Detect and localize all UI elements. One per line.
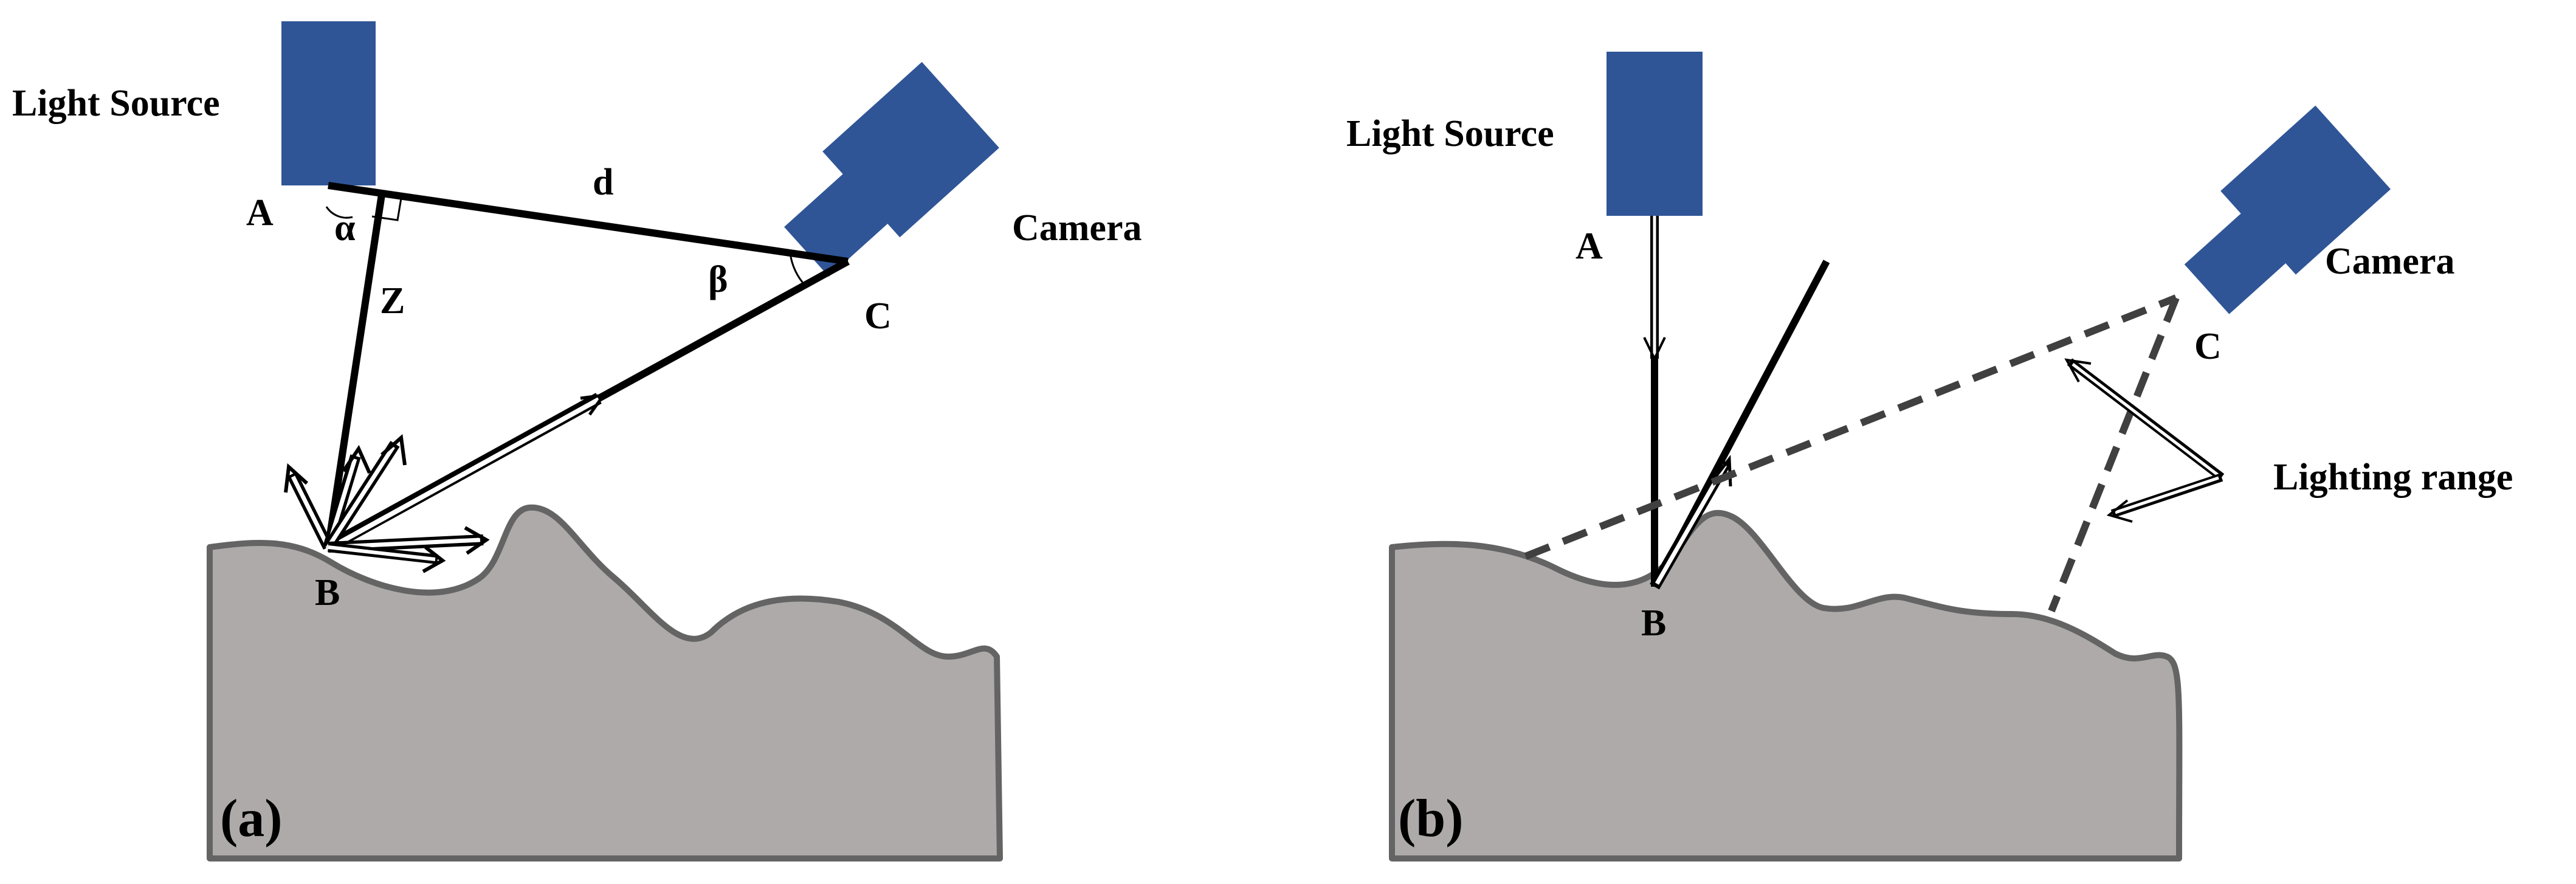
lighting-range-dashed-right [2048,296,2180,613]
camera-a [784,61,999,277]
distance-label-d: d [593,162,613,203]
point-b-label-b: B [1641,603,1666,644]
scatter-arrow-3 [323,434,407,550]
panel-a: Light Source Camera A B C d Z α β (a) [12,21,1142,862]
point-a-label-b: A [1576,226,1603,267]
scatter-arrow-1 [284,463,334,550]
alpha-arc [325,206,353,219]
lighting-range-pointers [2064,358,2225,523]
surface-a [207,504,1003,862]
light-source-label-b: Light Source [1346,113,1554,154]
camera-b [2184,105,2391,314]
camera-label-b: Camera [2325,241,2454,282]
point-a-label-a: A [246,192,274,233]
right-angle-marker-a [371,193,402,221]
light-source-box-b [1607,52,1703,216]
panel-b: Light Source Camera A B C Lighting range… [1346,52,2513,862]
point-c-label-a: C [864,295,892,337]
surface-b [1389,509,2183,862]
beta-arc [789,253,807,287]
panel-tag-b: (b) [1398,789,1464,848]
angle-alpha-label: α [334,207,356,249]
point-b-label-a: B [315,572,340,613]
angle-beta-label: β [708,259,728,300]
light-source-box-a [281,21,376,185]
depth-label-z: Z [380,280,405,322]
light-source-label-a: Light Source [12,83,220,124]
scatter-arrows-a [284,434,490,573]
camera-label-a: Camera [1012,207,1142,249]
line-a-b [325,194,385,548]
panel-tag-a: (a) [220,789,283,848]
lighting-range-dashed-left [1524,294,2178,560]
point-c-label-b: C [2194,326,2222,367]
incident-light-arrow-b [1643,216,1666,587]
line-a-c [328,182,849,265]
scatter-arrow-5 [328,542,446,573]
lighting-range-label: Lighting range [2273,457,2513,498]
reflection-arrow-a [325,393,607,553]
